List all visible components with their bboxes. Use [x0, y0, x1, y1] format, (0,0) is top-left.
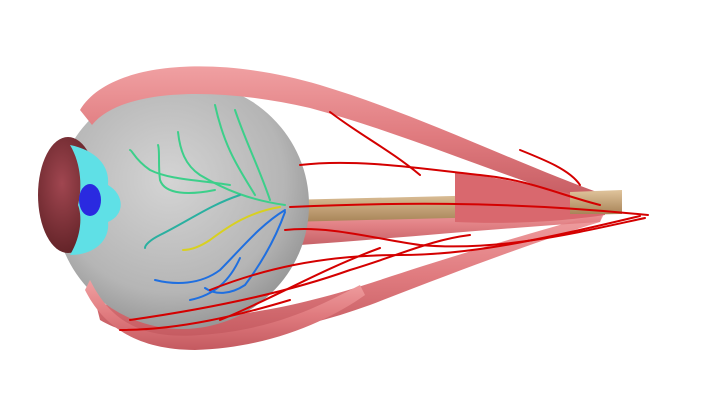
- retinal-vessel: [177, 131, 286, 206]
- annulus-of-zinn: [455, 172, 605, 223]
- optic-nerve-tip: [570, 190, 622, 214]
- retinal-vessel: [234, 109, 271, 201]
- retinal-vessel: [154, 209, 286, 284]
- inferior-rectus-muscle: [95, 212, 605, 340]
- pupil: [79, 184, 101, 216]
- retinal-vessel: [129, 149, 231, 186]
- artery-branch: [519, 149, 581, 186]
- ophthalmic-artery: [289, 202, 649, 216]
- eyeball-sclera: [55, 81, 309, 329]
- artery-branch: [129, 234, 471, 321]
- inferior-oblique-muscle: [85, 280, 365, 350]
- artery-branch: [299, 161, 601, 206]
- arteries: [119, 111, 649, 331]
- artery-branch: [329, 111, 421, 176]
- artery-branch: [219, 247, 381, 321]
- artery-branch: [119, 299, 291, 331]
- retinal-vessel: [214, 104, 256, 196]
- retinal-vessel: [144, 194, 241, 249]
- retinal-vessel: [204, 211, 286, 294]
- superior-rectus-muscle: [80, 66, 605, 206]
- artery-branch: [209, 215, 641, 291]
- artery-branch: [284, 217, 646, 248]
- retinal-vessel: [182, 206, 281, 251]
- retinal-vessel: [157, 144, 216, 194]
